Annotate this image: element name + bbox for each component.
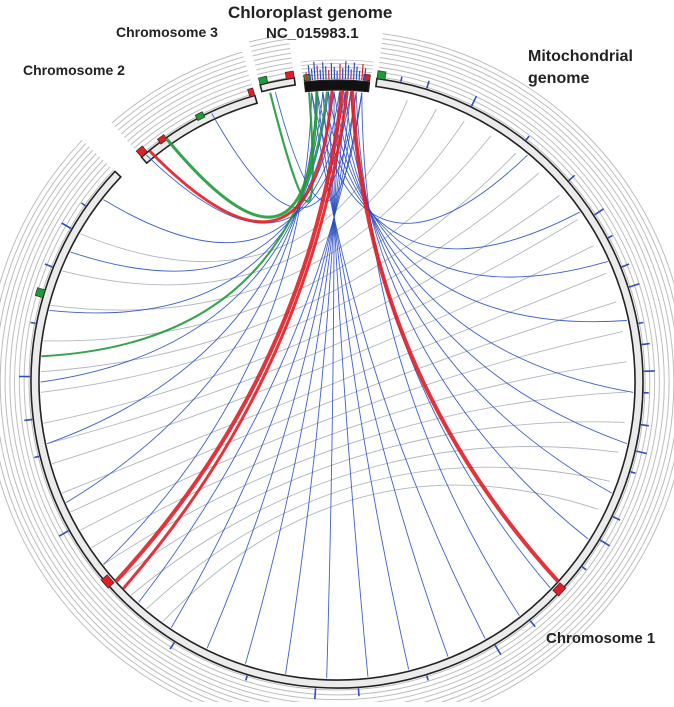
track-ring xyxy=(115,57,244,127)
ideogram-chloroplast xyxy=(304,80,369,92)
histogram-tick xyxy=(306,73,307,81)
histogram-tick xyxy=(59,531,69,536)
histogram-tick xyxy=(358,688,359,696)
grey-link xyxy=(104,392,627,564)
blue-link xyxy=(317,93,579,249)
chloroplast-accession-label: NC_015983.1 xyxy=(266,25,359,42)
histogram-tick xyxy=(31,323,36,324)
blue-link xyxy=(317,93,448,657)
histogram-tick xyxy=(354,63,355,80)
histogram-tick xyxy=(323,62,324,79)
grey-link xyxy=(63,110,437,285)
histogram-tick xyxy=(642,344,650,345)
ideogram-block xyxy=(258,76,268,85)
track-ring xyxy=(301,67,372,69)
histogram-tick xyxy=(362,64,363,80)
chromosome-1-label: Chromosome 1 xyxy=(546,630,655,647)
chromosome-2-label: Chromosome 2 xyxy=(23,62,125,78)
histogram-tick xyxy=(24,419,32,420)
grey-link xyxy=(63,273,606,493)
blue-link xyxy=(312,93,485,638)
histogram-tick xyxy=(312,69,313,80)
ideogram-block xyxy=(285,71,294,79)
histogram-tick xyxy=(345,61,346,79)
histogram-tick xyxy=(641,425,649,426)
ideogram-main xyxy=(31,79,643,688)
blue-link xyxy=(362,93,519,615)
synteny-links xyxy=(41,92,633,678)
histogram-tick xyxy=(595,209,604,215)
histogram-tick xyxy=(62,223,72,229)
histogram-tick xyxy=(600,540,609,546)
histogram-tick xyxy=(320,70,321,80)
histogram-tick xyxy=(495,645,501,654)
red-link xyxy=(151,92,332,222)
track-ring xyxy=(301,64,373,66)
histogram-tick xyxy=(638,323,643,324)
track-ring xyxy=(301,60,374,62)
ideogram-block xyxy=(377,71,386,80)
red-link xyxy=(352,92,557,580)
mitochondrial-genome-label: Mitochondrial genome xyxy=(528,46,633,90)
blue-link xyxy=(351,92,588,539)
mitochondrial-label-line1: Mitochondrial xyxy=(528,46,633,68)
histogram-tick xyxy=(326,66,327,79)
mitochondrial-label-line2: genome xyxy=(528,68,633,90)
blue-link xyxy=(48,92,323,443)
chromosome-3-label: Chromosome 3 xyxy=(116,24,218,40)
blue-link xyxy=(356,93,550,588)
histogram-tick xyxy=(356,67,357,80)
histogram-tick xyxy=(315,688,316,699)
histogram-tick xyxy=(401,77,402,82)
chloroplast-genome-label: Chloroplast genome xyxy=(228,3,392,23)
histogram-tick xyxy=(348,65,349,79)
histogram-tick xyxy=(359,71,360,80)
